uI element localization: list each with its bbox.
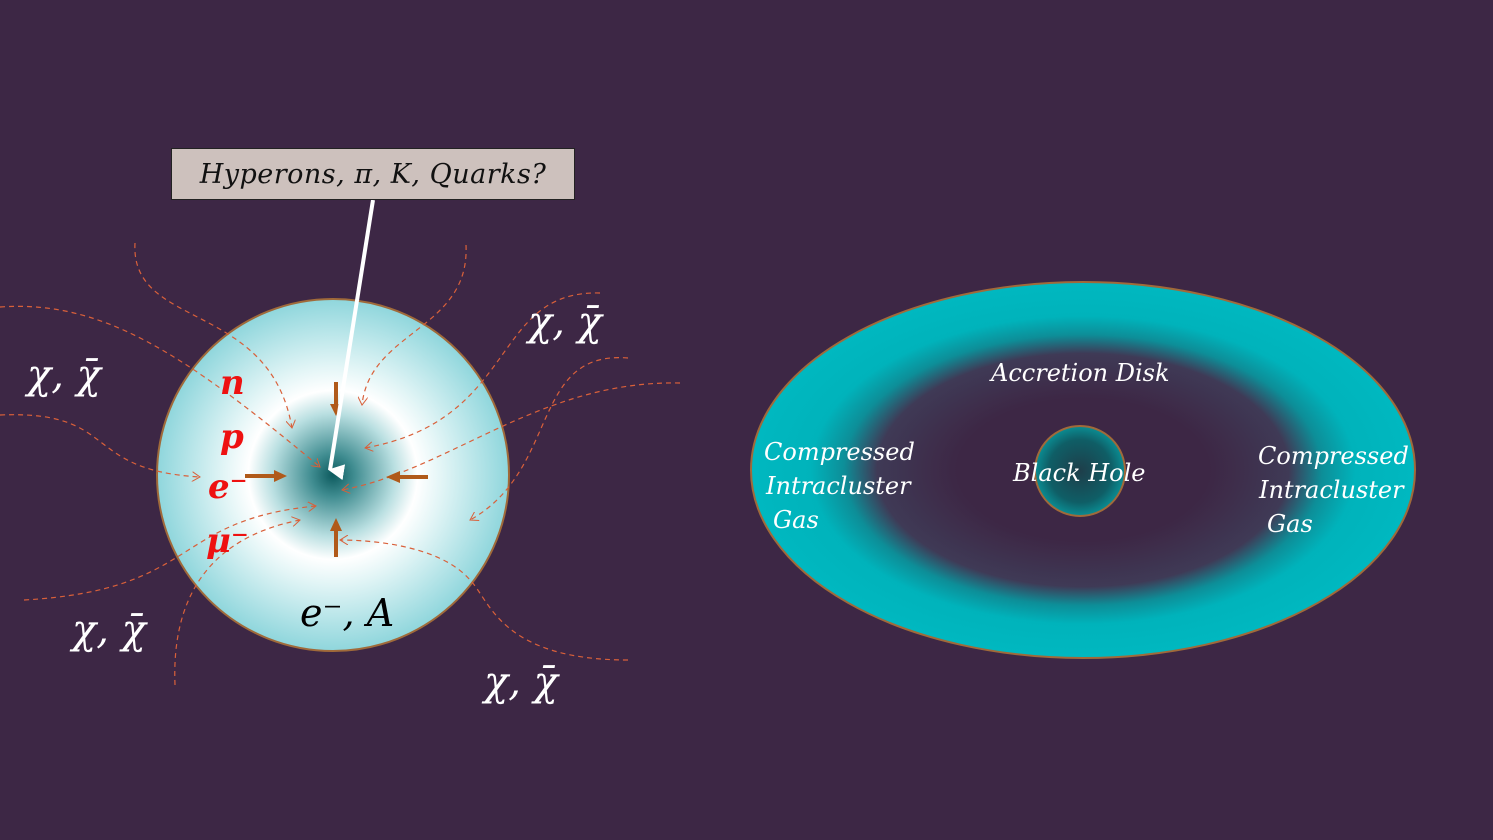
black-hole [1034,425,1126,517]
gas-label-right-line1: Compressed [1258,442,1409,470]
species-electron: e⁻ [208,467,248,507]
composition-callout: Hyperons, π, K, Quarks? [171,148,575,200]
dark-matter-flux-lines [0,242,681,686]
gas-label-right-line3: Gas [1267,510,1313,538]
dark-matter-label: χ, χ̄ [528,299,602,345]
species-muon: μ⁻ [206,521,249,561]
accretion-disk-label: Accretion Disk [991,359,1170,387]
dark-matter-label: χ, χ̄ [484,659,558,705]
gas-label-left-line3: Gas [773,506,819,534]
dark-matter-label: χ, χ̄ [72,607,146,653]
species-neutron: n [220,363,245,403]
species-proton: p [220,417,244,457]
callout-label: Hyperons, π, K, Quarks? [199,158,547,190]
gas-label-left-line2: Intracluster [766,472,911,500]
crust-label: e⁻, A [300,591,395,635]
callout-arrow [328,199,375,481]
gas-label-right-line2: Intracluster [1259,476,1404,504]
black-hole-label: Black Hole [1013,459,1146,487]
dark-matter-label: χ, χ̄ [27,352,101,398]
gas-label-left-line1: Compressed [764,438,915,466]
